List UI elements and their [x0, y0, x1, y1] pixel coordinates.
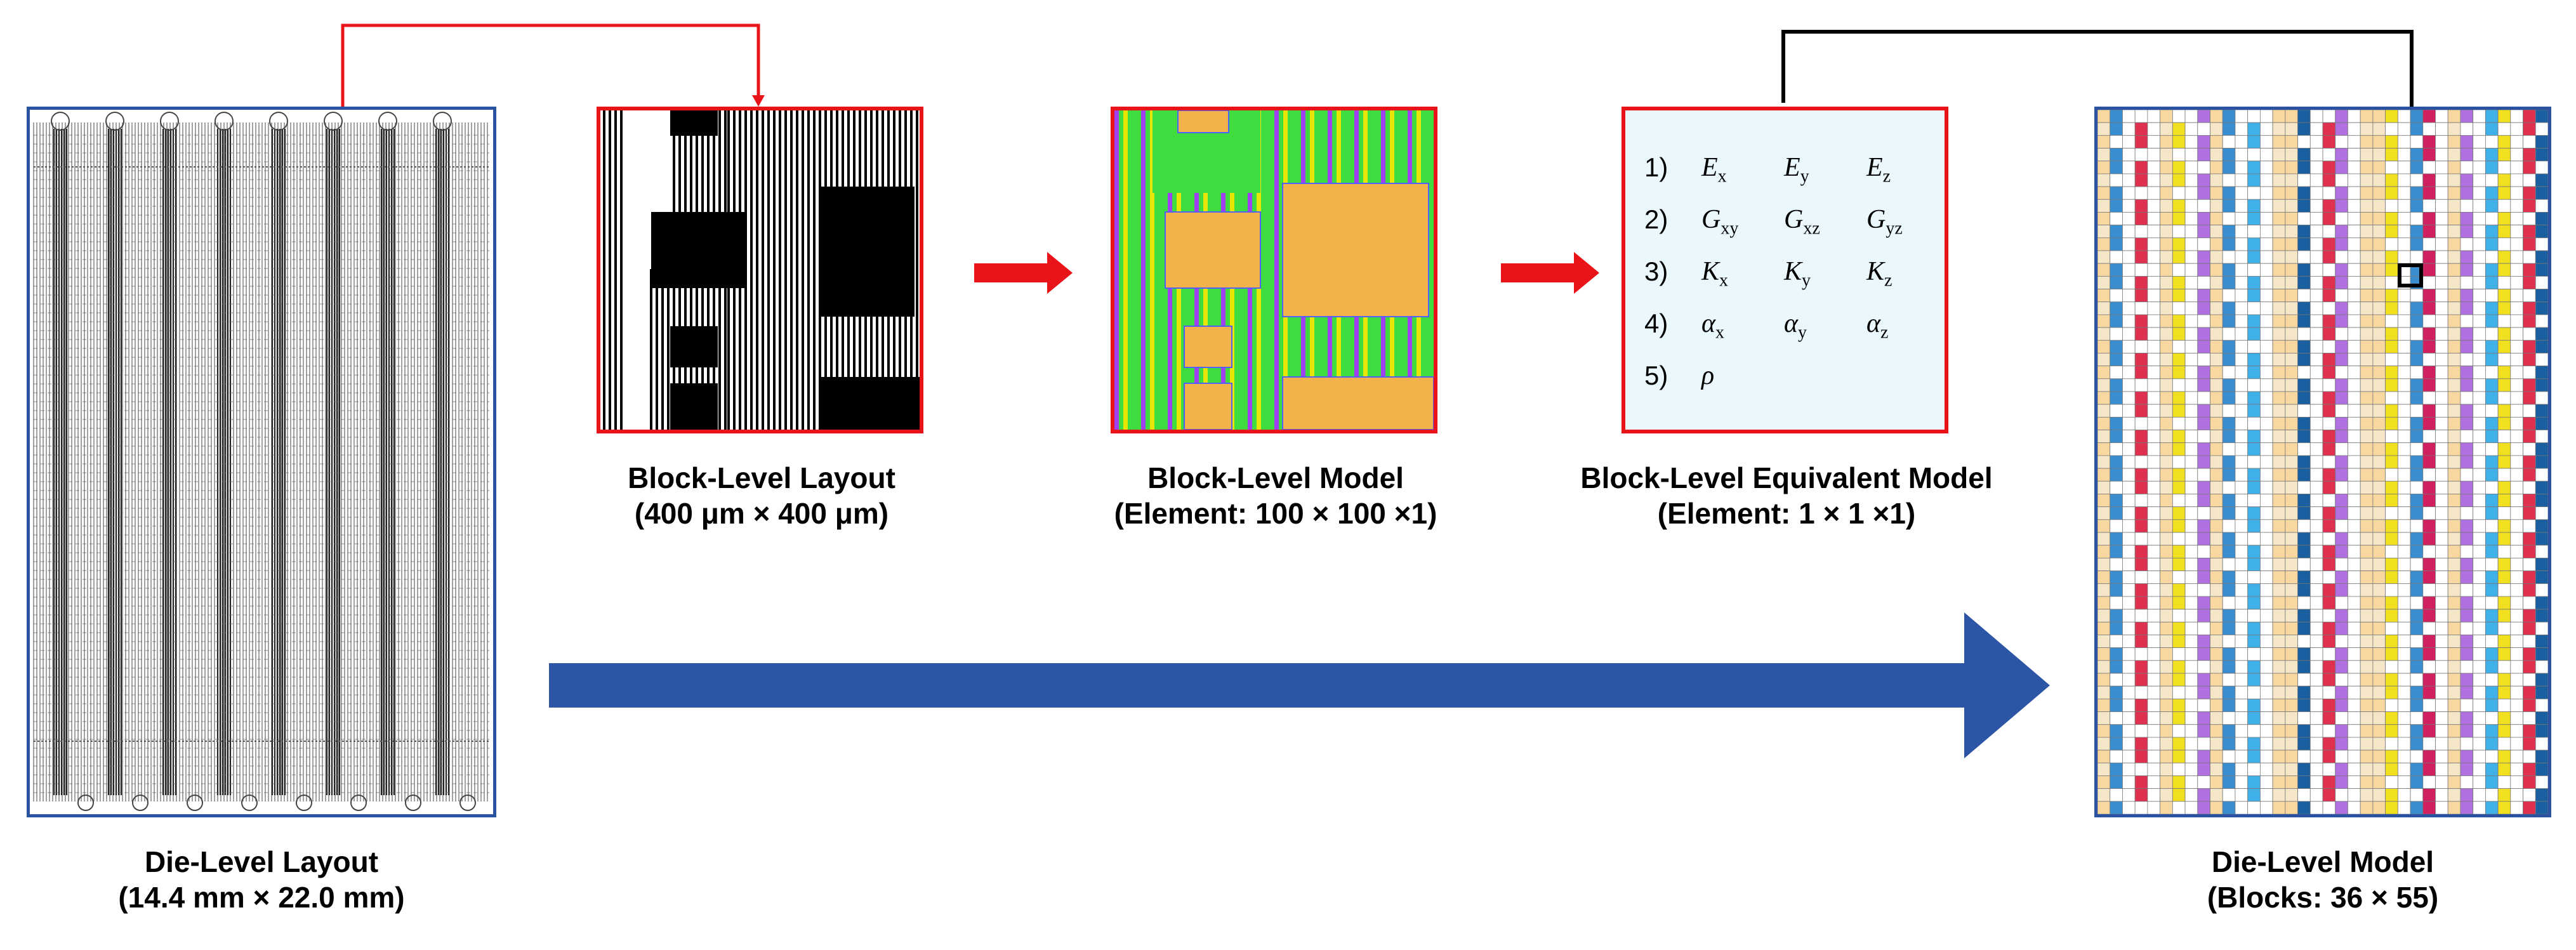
die-model-cells	[2097, 110, 2548, 814]
block-model-caption-size: (Element: 100 × 100 ×1)	[1114, 497, 1437, 530]
symbol-base: E	[1784, 153, 1800, 182]
symbol-base: G	[1784, 205, 1804, 234]
symbol-base: G	[1866, 205, 1886, 234]
die-level-model-panel	[2094, 107, 2551, 817]
die-level-layout-panel	[27, 107, 496, 817]
block-level-layout-panel	[597, 107, 923, 433]
symbol-subscript: z	[1882, 166, 1891, 187]
block-layout-caption-size: (400 μm × 400 μm)	[634, 497, 889, 530]
symbol-base: ρ	[1701, 361, 1715, 390]
red-arrow-1	[974, 252, 1073, 294]
block-layout-caption: Block-Level Layout (400 μm × 400 μm)	[539, 460, 984, 531]
property-symbol: Ky	[1784, 253, 1811, 300]
equiv-model-caption-title: Block-Level Equivalent Model	[1580, 461, 1993, 494]
symbol-base: α	[1866, 309, 1881, 338]
property-number: 2)	[1644, 204, 1668, 234]
symbol-subscript: x	[1715, 322, 1725, 343]
symbol-subscript: x	[1719, 270, 1729, 291]
block-level-model-panel	[1111, 107, 1437, 433]
die-model-caption-title: Die-Level Model	[2211, 845, 2434, 878]
property-symbol: Gyz	[1866, 201, 1903, 247]
die-model-grid	[2097, 110, 2548, 814]
property-number: 4)	[1644, 308, 1668, 338]
block-layout-shapes	[600, 110, 920, 430]
die-layout-caption: Die-Level Layout (14.4 mm × 22.0 mm)	[27, 844, 496, 915]
symbol-subscript: z	[1884, 270, 1892, 291]
red-arrow-2	[1501, 252, 1599, 294]
block-model-caption-title: Block-Level Model	[1147, 461, 1404, 494]
die-layout-wiring	[33, 112, 489, 811]
property-symbol: αz	[1866, 305, 1888, 352]
property-symbol: Ex	[1701, 148, 1727, 195]
block-model-pattern	[1114, 110, 1434, 430]
block-layout-caption-title: Block-Level Layout	[628, 461, 895, 494]
block-model-caption: Block-Level Model (Element: 100 × 100 ×1…	[1054, 460, 1498, 531]
symbol-subscript: z	[1880, 322, 1889, 343]
symbol-base: α	[1701, 309, 1716, 338]
symbol-base: G	[1701, 205, 1721, 234]
symbol-subscript: y	[1800, 166, 1809, 187]
property-symbol: Kx	[1701, 253, 1728, 300]
property-symbol: Gxy	[1701, 201, 1738, 247]
die-model-caption-size: (Blocks: 36 × 55)	[2207, 881, 2439, 914]
block-zoom-arrowhead	[752, 95, 765, 107]
symbol-base: K	[1701, 257, 1720, 286]
symbol-subscript: y	[1798, 322, 1807, 343]
symbol-base: α	[1784, 309, 1799, 338]
property-number: 1)	[1644, 152, 1668, 182]
symbol-subscript: xz	[1803, 218, 1820, 239]
symbol-base: E	[1701, 153, 1718, 182]
die-layout-caption-size: (14.4 mm × 22.0 mm)	[118, 881, 405, 914]
die-model-caption: Die-Level Model (Blocks: 36 × 55)	[2094, 844, 2551, 915]
equiv-model-caption: Block-Level Equivalent Model (Element: 1…	[1523, 460, 2050, 531]
block-model-shapes	[1114, 110, 1434, 430]
die-layout-pattern	[33, 112, 489, 811]
symbol-subscript: xy	[1721, 218, 1739, 239]
property-symbol: Ey	[1784, 148, 1809, 195]
property-symbol: αx	[1701, 305, 1724, 352]
die-layout-caption-title: Die-Level Layout	[144, 845, 379, 878]
property-row: 5) ρ	[1644, 357, 1936, 395]
property-symbol: Gxz	[1784, 201, 1820, 247]
property-number: 3)	[1644, 256, 1668, 286]
symbol-subscript: y	[1802, 270, 1811, 291]
property-symbol: ρ	[1701, 357, 1714, 395]
symbol-base: K	[1784, 257, 1802, 286]
symbol-subscript: x	[1717, 166, 1727, 187]
block-layout-pattern	[600, 110, 920, 430]
blue-arrow	[549, 612, 2050, 758]
property-number: 5)	[1644, 360, 1668, 390]
property-symbol: αy	[1784, 305, 1807, 352]
symbol-base: E	[1866, 153, 1883, 182]
equiv-model-caption-size: (Element: 1 × 1 ×1)	[1657, 497, 1916, 530]
symbol-subscript: yz	[1886, 218, 1903, 239]
property-symbol: Kz	[1866, 253, 1892, 300]
property-symbol: Ez	[1866, 148, 1891, 195]
symbol-base: K	[1866, 257, 1885, 286]
